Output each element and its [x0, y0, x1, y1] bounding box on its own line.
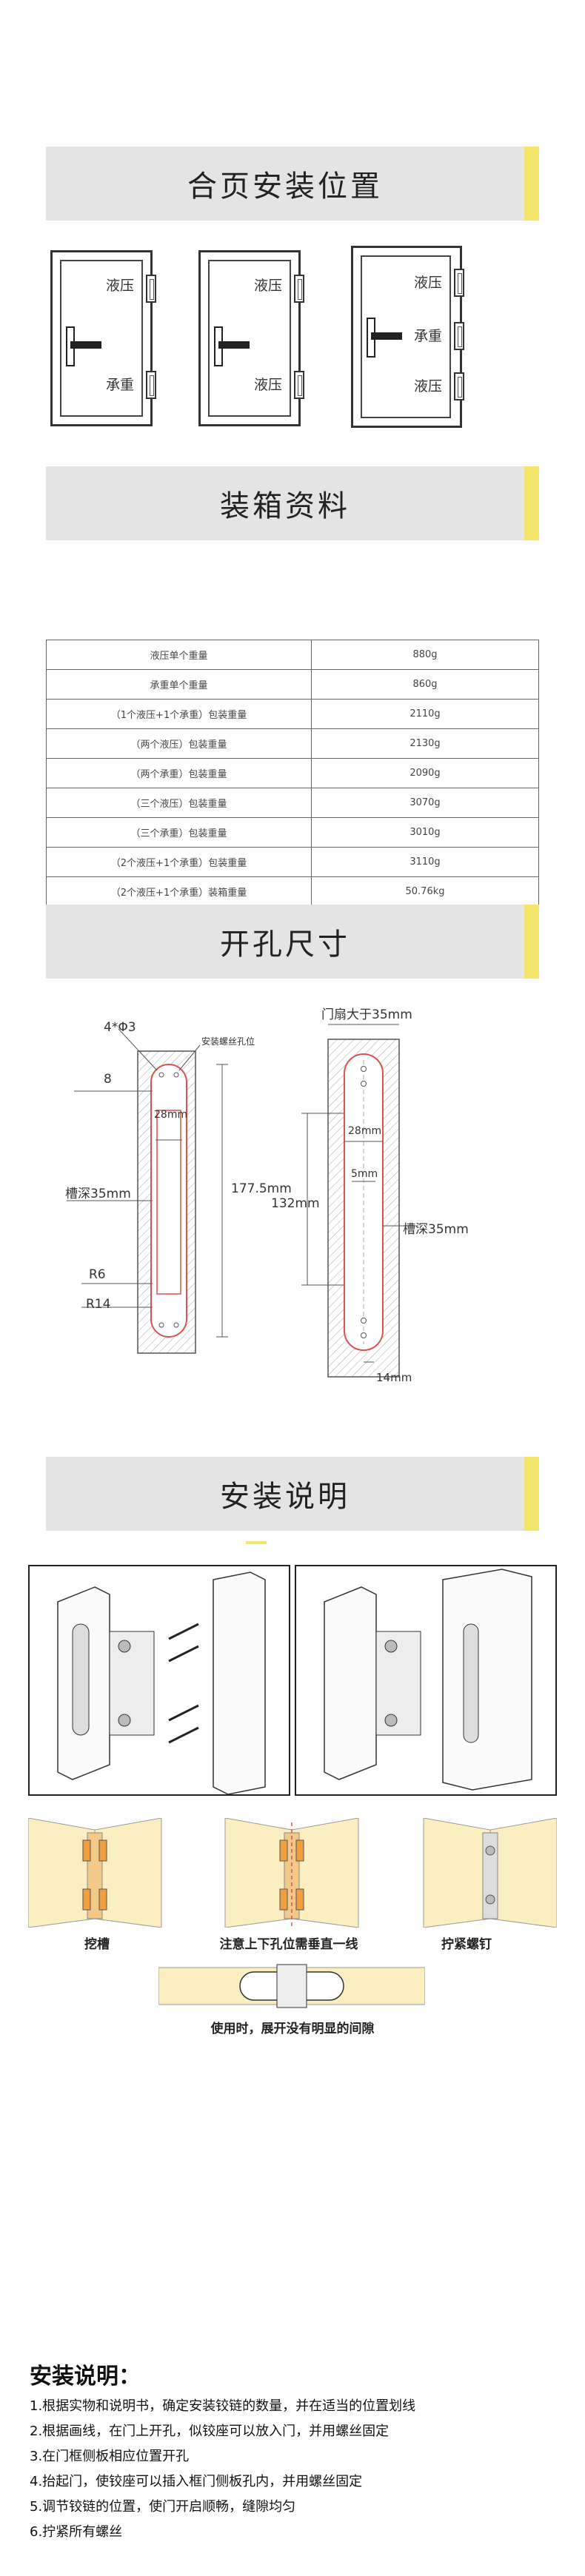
spec-value: 3110g	[311, 847, 539, 877]
install-illustration	[28, 1565, 557, 1796]
hinge-icon	[454, 372, 464, 400]
spec-label: （三个液压）包装重量	[46, 788, 312, 818]
spec-value: 2090g	[311, 758, 539, 788]
spec-label: （两个承重）包装重量	[46, 758, 312, 788]
step-caption: 挖槽	[84, 1937, 110, 1952]
section-title: 安装说明	[220, 1480, 350, 1514]
instructions-title: 安装说明：	[30, 2364, 141, 2389]
dim-label: R6	[89, 1267, 106, 1282]
dim-label: 4*Φ3	[104, 1020, 136, 1035]
instruction-item: 1.根据实物和说明书，确定安装铰链的数量，并在适当的位置划线	[30, 2398, 416, 2414]
dim-label: R14	[86, 1297, 111, 1312]
dim-label: 28mm	[154, 1109, 188, 1121]
door-diagram-2: 液压 液压	[198, 250, 304, 426]
spec-label: （2个液压+1个承重）包装重量	[46, 847, 312, 877]
spec-label: （2个液压+1个承重）装箱重量	[46, 876, 312, 907]
spec-label: （三个承重）包装重量	[46, 817, 312, 848]
section-title: 开孔尺寸	[220, 928, 350, 962]
spec-label: （1个液压+1个承重）包装重量	[46, 699, 312, 729]
spec-value: 50.76kg	[311, 876, 539, 907]
hinge-label: 液压	[106, 278, 135, 294]
dim-label: 5mm	[351, 1168, 378, 1180]
hinge-label: 承重	[414, 328, 443, 344]
section-banner-packing: 装箱资料	[46, 466, 539, 540]
section-banner-hinge-position: 合页安装位置	[46, 147, 539, 221]
spec-label: 承重单个重量	[46, 669, 312, 700]
hinge-icon	[146, 275, 156, 303]
dim-label: 28mm	[348, 1125, 382, 1137]
hinge-use-illustration	[158, 1964, 425, 2008]
instruction-item: 3.在门框侧板相应位置开孔	[30, 2449, 190, 2464]
spec-label: 液压单个重量	[46, 640, 312, 670]
spec-value: 860g	[311, 669, 539, 700]
dim-label: 槽深35mm	[403, 1222, 469, 1237]
dim-label: 安装螺丝孔位	[201, 1036, 255, 1047]
instruction-item: 2.根据画线，在门上开孔，似铰座可以放入门，并用螺丝固定	[30, 2424, 390, 2439]
dim-label: 门扇大于35mm	[321, 1007, 412, 1022]
spec-label: （两个液压）包装重量	[46, 728, 312, 759]
spec-value: 2130g	[311, 728, 539, 759]
hinge-icon	[294, 275, 304, 303]
door-diagram-3: 液压 承重 液压	[351, 246, 464, 428]
spec-value: 880g	[311, 640, 539, 670]
section-banner-install: 安装说明	[46, 1457, 539, 1531]
spec-value: 3070g	[311, 788, 539, 818]
door-diagram-1: 液压 承重	[50, 250, 156, 426]
dim-label: 14mm	[376, 1371, 412, 1384]
dim-label: 132mm	[271, 1196, 320, 1211]
hinge-label: 承重	[106, 377, 135, 393]
section-title: 合页安装位置	[187, 170, 383, 204]
hinge-icon	[294, 371, 304, 399]
hinge-icon	[454, 269, 464, 297]
section-title: 装箱资料	[220, 489, 350, 523]
hinge-label: 液压	[254, 377, 283, 393]
install-steps-illustration	[28, 1818, 557, 1928]
use-caption: 使用时，展开没有明显的间隙	[210, 2022, 375, 2036]
hole-drawing-left	[67, 1028, 228, 1354]
hole-drawing-right	[301, 1024, 418, 1378]
hinge-icon	[454, 322, 464, 350]
hinge-label: 液压	[414, 275, 443, 291]
instruction-item: 4.抬起门，使铰座可以插入框门侧板孔内，并用螺丝固定	[30, 2474, 363, 2489]
dim-label: 8	[104, 1072, 112, 1087]
spec-value: 3010g	[311, 817, 539, 848]
step-caption: 注意上下孔位需垂直一线	[219, 1937, 358, 1952]
hinge-label: 液压	[414, 378, 443, 395]
step-caption: 拧紧螺钉	[441, 1937, 492, 1952]
section-banner-hole-size: 开孔尺寸	[46, 905, 539, 979]
dim-label: 槽深35mm	[65, 1187, 131, 1201]
spec-value: 2110g	[311, 699, 539, 729]
dim-label: 177.5mm	[231, 1181, 292, 1196]
hinge-icon	[146, 371, 156, 399]
hinge-label: 液压	[254, 278, 283, 294]
accent-bar	[246, 1541, 267, 1544]
instruction-item: 5.调节铰链的位置，使门开启顺畅，缝隙均匀	[30, 2499, 296, 2515]
instruction-item: 6.拧紧所有螺丝	[30, 2524, 123, 2540]
